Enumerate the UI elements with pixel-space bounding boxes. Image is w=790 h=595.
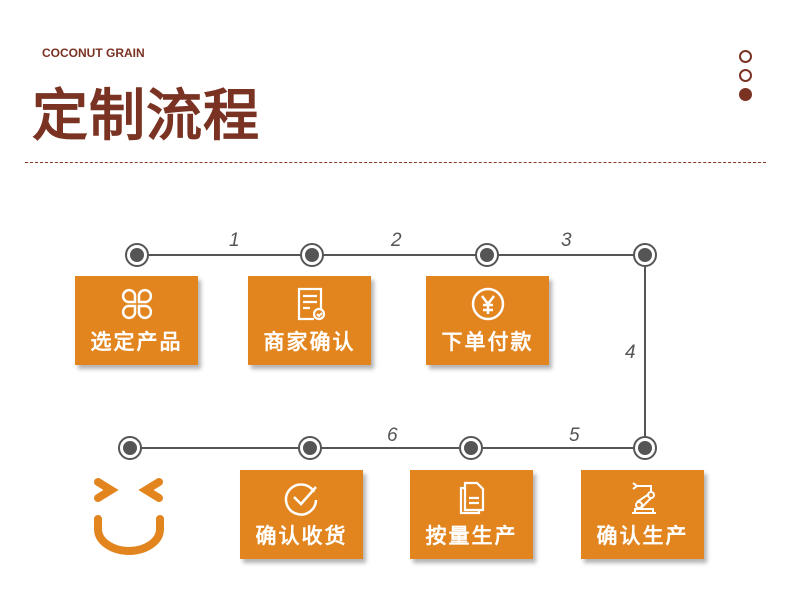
step-label: 确认生产 [596,524,689,548]
yen-icon [471,287,504,321]
page-title: 定制流程 [32,84,260,149]
timeline-node [298,436,322,460]
brand-label: COCONUT GRAIN [42,46,145,60]
divider [25,162,766,163]
step-number: 4 [625,342,636,363]
step-card: 下单付款 [426,276,549,365]
step-card: 选定产品 [75,276,198,365]
clover-icon [121,288,152,320]
timeline-node [475,243,499,267]
timeline-top [137,254,645,256]
timeline-node [459,436,483,460]
timeline-node [633,243,657,267]
smiley-icon [94,478,164,555]
step-label: 确认收货 [255,524,348,548]
step-number: 5 [569,425,580,446]
document-check-icon [297,287,325,321]
decor-dot [739,69,752,82]
step-card: 确认生产 [581,470,704,559]
step-number: 2 [391,230,402,251]
check-circle-icon [284,483,317,516]
robot-arm-icon [631,482,656,514]
step-label: 按量生产 [425,524,518,548]
step-card: 确认收货 [240,470,363,559]
timeline-right [644,255,646,448]
copy-document-icon [459,481,484,515]
step-card: 按量生产 [410,470,533,559]
decor-dot [739,50,752,63]
timeline-node [300,243,324,267]
step-number: 3 [561,230,572,251]
step-label: 商家确认 [263,330,356,354]
timeline-node [633,436,657,460]
timeline-bottom [130,447,645,449]
timeline-node [125,243,149,267]
step-label: 下单付款 [441,330,534,354]
step-label: 选定产品 [90,330,183,354]
step-number: 6 [387,425,398,446]
step-number: 1 [229,230,240,251]
step-card: 商家确认 [248,276,371,365]
timeline-node [118,436,142,460]
decor-dot-filled [739,88,752,101]
